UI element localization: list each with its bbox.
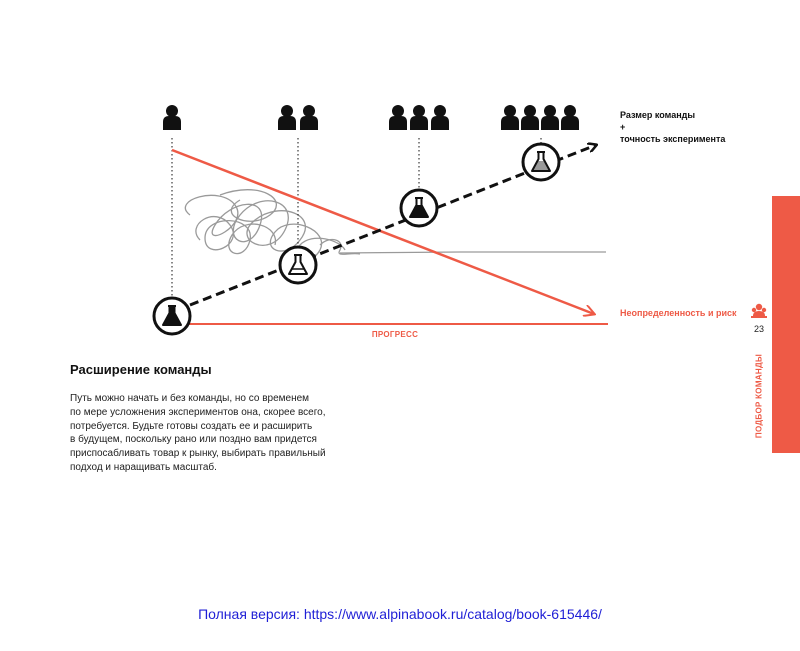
team-size-label-block: Размер команды + точность эксперимента	[620, 109, 725, 145]
team-size-3-icon	[389, 105, 449, 130]
chaos-scribble	[184, 189, 606, 261]
page-number: 23	[753, 324, 764, 334]
uncertainty-line	[171, 148, 594, 314]
section-paragraph: Путь можно начать и без команды, но со в…	[70, 392, 360, 475]
full-version-link[interactable]: Полная версия: https://www.alpinabook.ru…	[198, 606, 602, 622]
paragraph-line: подход и наращивать масштаб.	[70, 461, 217, 473]
team-size-label: Размер команды	[620, 110, 696, 120]
paragraph-line: приспосабливать товар к рынку, выбирать …	[70, 448, 326, 460]
team-icon	[751, 303, 767, 318]
flask-stage-4-icon	[521, 142, 561, 182]
team-size-2-icon	[278, 105, 318, 130]
flask-stage-3-icon	[399, 188, 439, 228]
paragraph-line: в будущем, поскольку рано или поздно вам…	[70, 434, 317, 446]
experiment-accuracy-label: точность эксперимента	[620, 134, 726, 144]
progress-label: ПРОГРЕСС	[371, 330, 419, 339]
uncertainty-label: Неопределенность и риск	[620, 308, 737, 318]
plus-sign: +	[620, 122, 626, 132]
flask-stage-1-icon	[152, 296, 192, 336]
flask-stage-2-icon	[278, 245, 318, 285]
paragraph-line: по мере усложнения экспериментов она, ск…	[70, 406, 326, 418]
growth-arrow	[189, 145, 596, 307]
team-size-1-icon	[163, 105, 181, 130]
team-size-4-icon	[501, 105, 579, 130]
section-heading: Расширение команды	[70, 362, 212, 377]
paragraph-line: Путь можно начать и без команды, но со в…	[70, 393, 310, 404]
chapter-title: ПОДБОР КОМАНДЫ	[754, 353, 764, 439]
connector-lines	[171, 138, 542, 296]
paragraph-line: потребуется. Будьте готовы создать ее и …	[70, 420, 313, 432]
chapter-tab	[772, 196, 800, 453]
